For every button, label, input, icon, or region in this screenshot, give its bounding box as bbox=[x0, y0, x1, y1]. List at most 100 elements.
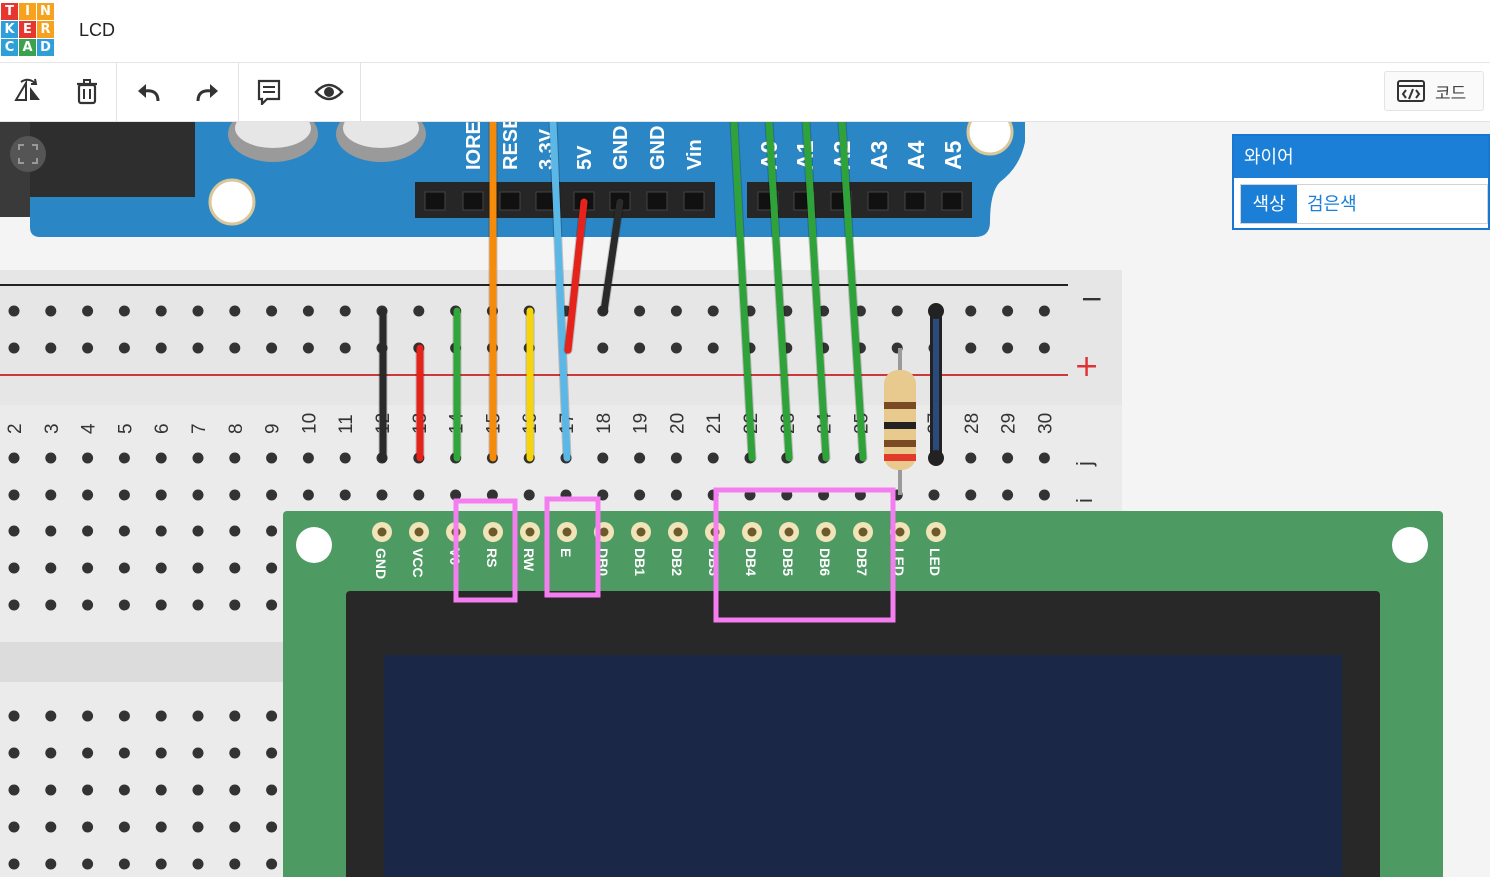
breadboard-hole[interactable] bbox=[155, 821, 167, 833]
page-title[interactable]: LCD bbox=[79, 20, 116, 40]
breadboard-hole[interactable] bbox=[634, 342, 646, 354]
breadboard-hole[interactable] bbox=[1038, 489, 1050, 501]
breadboard-hole[interactable] bbox=[634, 489, 646, 501]
breadboard-hole[interactable] bbox=[45, 821, 57, 833]
breadboard-hole[interactable] bbox=[8, 821, 20, 833]
breadboard-hole[interactable] bbox=[45, 747, 57, 759]
breadboard-hole[interactable] bbox=[229, 821, 241, 833]
breadboard-hole[interactable] bbox=[339, 452, 351, 464]
header-socket[interactable] bbox=[867, 191, 889, 211]
header-socket[interactable] bbox=[499, 191, 521, 211]
breadboard-hole[interactable] bbox=[192, 747, 204, 759]
breadboard-hole[interactable] bbox=[118, 710, 130, 722]
breadboard-hole[interactable] bbox=[118, 305, 130, 317]
rotate-icon[interactable] bbox=[10, 75, 46, 109]
visibility-icon[interactable] bbox=[311, 75, 347, 109]
breadboard-hole[interactable] bbox=[1002, 342, 1014, 354]
breadboard-hole[interactable] bbox=[118, 747, 130, 759]
breadboard-hole[interactable] bbox=[376, 489, 388, 501]
breadboard-hole[interactable] bbox=[229, 452, 241, 464]
breadboard-hole[interactable] bbox=[192, 305, 204, 317]
breadboard-hole[interactable] bbox=[45, 562, 57, 574]
breadboard-hole[interactable] bbox=[8, 342, 20, 354]
breadboard-hole[interactable] bbox=[8, 599, 20, 611]
breadboard-hole[interactable] bbox=[118, 452, 130, 464]
breadboard-hole[interactable] bbox=[413, 489, 425, 501]
breadboard-hole[interactable] bbox=[339, 489, 351, 501]
redo-icon[interactable] bbox=[189, 75, 225, 109]
breadboard-hole[interactable] bbox=[82, 710, 94, 722]
breadboard-hole[interactable] bbox=[1002, 489, 1014, 501]
breadboard-hole[interactable] bbox=[229, 525, 241, 537]
breadboard-hole[interactable] bbox=[155, 342, 167, 354]
breadboard-hole[interactable] bbox=[413, 305, 425, 317]
breadboard-hole[interactable] bbox=[118, 858, 130, 870]
breadboard-hole[interactable] bbox=[597, 342, 609, 354]
breadboard-hole[interactable] bbox=[82, 599, 94, 611]
trash-icon[interactable] bbox=[69, 75, 105, 109]
breadboard-hole[interactable] bbox=[82, 305, 94, 317]
breadboard-hole[interactable] bbox=[266, 342, 278, 354]
breadboard-hole[interactable] bbox=[155, 784, 167, 796]
breadboard-hole[interactable] bbox=[192, 342, 204, 354]
breadboard-hole[interactable] bbox=[670, 342, 682, 354]
breadboard-hole[interactable] bbox=[192, 784, 204, 796]
breadboard-hole[interactable] bbox=[302, 305, 314, 317]
breadboard-hole[interactable] bbox=[118, 342, 130, 354]
breadboard-hole[interactable] bbox=[229, 710, 241, 722]
breadboard-hole[interactable] bbox=[82, 821, 94, 833]
breadboard-hole[interactable] bbox=[266, 821, 278, 833]
breadboard-hole[interactable] bbox=[118, 525, 130, 537]
breadboard-hole[interactable] bbox=[155, 305, 167, 317]
header-socket[interactable] bbox=[941, 191, 963, 211]
breadboard-hole[interactable] bbox=[155, 858, 167, 870]
breadboard-hole[interactable] bbox=[229, 489, 241, 501]
breadboard-hole[interactable] bbox=[928, 489, 940, 501]
breadboard-hole[interactable] bbox=[155, 710, 167, 722]
breadboard-hole[interactable] bbox=[192, 858, 204, 870]
breadboard-hole[interactable] bbox=[854, 305, 866, 317]
breadboard-hole[interactable] bbox=[192, 525, 204, 537]
breadboard-hole[interactable] bbox=[229, 562, 241, 574]
breadboard-hole[interactable] bbox=[1038, 342, 1050, 354]
breadboard-hole[interactable] bbox=[266, 710, 278, 722]
breadboard-hole[interactable] bbox=[1002, 452, 1014, 464]
breadboard-hole[interactable] bbox=[82, 858, 94, 870]
breadboard-hole[interactable] bbox=[266, 747, 278, 759]
breadboard-hole[interactable] bbox=[45, 784, 57, 796]
wire-db4[interactable] bbox=[730, 122, 756, 462]
breadboard-hole[interactable] bbox=[45, 858, 57, 870]
header-socket[interactable] bbox=[462, 191, 484, 211]
color-dropdown[interactable]: 검은색 bbox=[1307, 194, 1357, 214]
breadboard-hole[interactable] bbox=[229, 784, 241, 796]
breadboard-hole[interactable] bbox=[118, 562, 130, 574]
breadboard-hole[interactable] bbox=[597, 452, 609, 464]
breadboard-hole[interactable] bbox=[8, 525, 20, 537]
breadboard-hole[interactable] bbox=[45, 342, 57, 354]
breadboard-hole[interactable] bbox=[8, 784, 20, 796]
breadboard-hole[interactable] bbox=[192, 489, 204, 501]
breadboard-hole[interactable] bbox=[118, 599, 130, 611]
breadboard-hole[interactable] bbox=[118, 784, 130, 796]
breadboard-hole[interactable] bbox=[1038, 452, 1050, 464]
wire-db6[interactable] bbox=[802, 122, 830, 462]
header-socket[interactable] bbox=[683, 191, 705, 211]
breadboard-hole[interactable] bbox=[82, 342, 94, 354]
breadboard-hole[interactable] bbox=[192, 562, 204, 574]
breadboard-hole[interactable] bbox=[192, 452, 204, 464]
breadboard-hole[interactable] bbox=[670, 452, 682, 464]
breadboard-hole[interactable] bbox=[266, 858, 278, 870]
breadboard-hole[interactable] bbox=[229, 858, 241, 870]
breadboard-hole[interactable] bbox=[8, 747, 20, 759]
notes-icon[interactable] bbox=[251, 75, 287, 109]
breadboard-hole[interactable] bbox=[229, 747, 241, 759]
breadboard-hole[interactable] bbox=[118, 821, 130, 833]
breadboard-hole[interactable] bbox=[8, 562, 20, 574]
breadboard-hole[interactable] bbox=[192, 710, 204, 722]
breadboard-hole[interactable] bbox=[302, 342, 314, 354]
breadboard-hole[interactable] bbox=[155, 489, 167, 501]
breadboard-hole[interactable] bbox=[82, 784, 94, 796]
breadboard-hole[interactable] bbox=[155, 747, 167, 759]
breadboard-hole[interactable] bbox=[45, 452, 57, 464]
breadboard-hole[interactable] bbox=[192, 821, 204, 833]
